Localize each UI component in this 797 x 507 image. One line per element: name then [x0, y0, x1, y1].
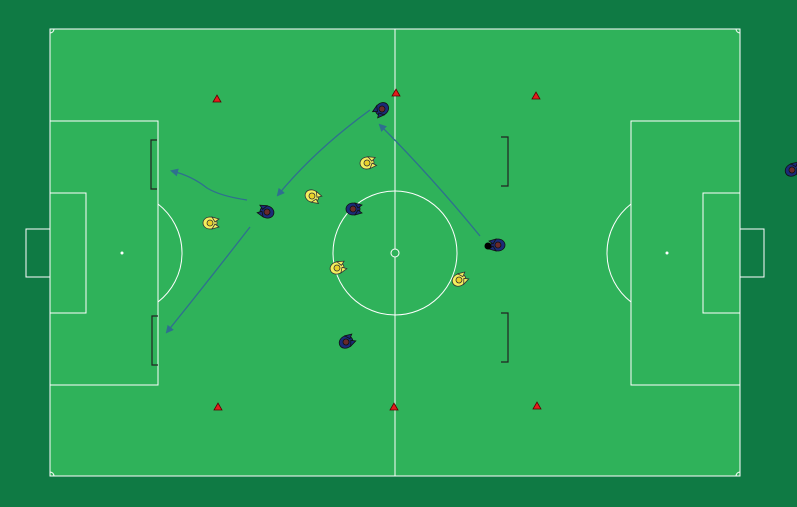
mini-goal-left-top — [150, 139, 157, 190]
navy-player[interactable] — [371, 100, 391, 119]
navy-player[interactable] — [345, 202, 363, 216]
cone-icon[interactable] — [531, 91, 541, 100]
right-penalty-arc — [606, 203, 632, 303]
yellow-player[interactable] — [359, 156, 378, 171]
mini-goal-right-top — [501, 136, 509, 187]
corner-arc-bl — [49, 471, 55, 477]
left-penalty-arc — [157, 203, 183, 303]
pass-arrow-3 — [276, 109, 371, 197]
left-penalty-spot — [120, 251, 124, 255]
left-goal — [25, 228, 50, 278]
mini-goal-right-bottom — [501, 312, 509, 363]
cone-icon[interactable] — [389, 402, 399, 411]
mini-goals — [150, 136, 509, 366]
cone-icon[interactable] — [532, 401, 542, 410]
pass-arrow-1 — [170, 168, 248, 201]
ball-icon[interactable] — [484, 242, 492, 250]
pass-arrow-2 — [165, 226, 251, 334]
yellow-player[interactable] — [328, 259, 348, 276]
navy-player[interactable] — [783, 160, 797, 178]
corner-arc-br — [735, 471, 741, 477]
navy-player[interactable] — [488, 238, 506, 252]
cone-icon[interactable] — [212, 94, 222, 103]
cone-icon[interactable] — [391, 88, 401, 97]
center-spot — [390, 248, 400, 258]
pitch-markings — [25, 28, 765, 477]
yellow-player[interactable] — [202, 216, 220, 230]
yellow-player[interactable] — [303, 188, 323, 206]
navy-player[interactable] — [256, 203, 275, 220]
mini-goal-left-bottom — [151, 315, 158, 366]
right-penalty-spot — [665, 251, 669, 255]
corner-arc-tr — [735, 28, 741, 34]
center-circle — [332, 190, 458, 316]
cones — [212, 88, 542, 411]
navy-player[interactable] — [337, 332, 357, 350]
yellow-player[interactable] — [450, 270, 470, 288]
cone-icon[interactable] — [213, 402, 223, 411]
pitch-spots — [120, 248, 669, 258]
pass-arrow-4 — [378, 123, 481, 237]
right-goal-area — [702, 192, 741, 314]
left-goal-area — [49, 192, 87, 314]
yellow-team — [202, 156, 470, 288]
pass-arrows — [165, 109, 481, 334]
right-goal — [740, 228, 765, 278]
corner-arc-tl — [49, 28, 55, 34]
